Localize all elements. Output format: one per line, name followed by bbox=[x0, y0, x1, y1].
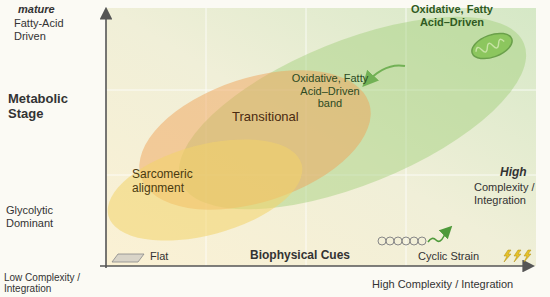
stage-label: Sarcomeric alignment bbox=[132, 168, 212, 196]
stage-title: Oxidative, Fatty Acid–Driven bbox=[402, 3, 502, 28]
strain-chain-icon bbox=[378, 237, 426, 245]
ellipse-shape bbox=[100, 135, 310, 245]
scale-label: Low Complexity / Integration bbox=[4, 272, 104, 294]
axis-title: Biophysical Cues bbox=[250, 249, 360, 263]
axis-label: High bbox=[500, 166, 545, 180]
cue-label: Cyclic Strain bbox=[418, 250, 498, 263]
scale-label: High Complexity / Integration bbox=[372, 278, 547, 291]
strain-arrow bbox=[428, 228, 450, 242]
axis-title: Metabolic Stage bbox=[8, 92, 84, 122]
y-axis bbox=[105, 10, 107, 268]
axis-label: Glycolytic Dominant bbox=[6, 204, 72, 229]
axis-label: Complexity / Integration bbox=[474, 181, 546, 206]
lightning-icons bbox=[504, 250, 531, 262]
x-axis bbox=[100, 265, 532, 267]
axis-label: Fatty-Acid Driven bbox=[14, 17, 76, 42]
stage-ellipse: Sarcomeric alignment bbox=[100, 135, 310, 245]
stage-label: Transitional bbox=[232, 110, 322, 125]
stage-label: Oxidative, Fatty Acid–Driven band bbox=[290, 72, 370, 110]
cue-label: Flat bbox=[150, 250, 190, 263]
flat-substrate-icon bbox=[112, 254, 144, 262]
axis-label: mature bbox=[18, 3, 78, 16]
